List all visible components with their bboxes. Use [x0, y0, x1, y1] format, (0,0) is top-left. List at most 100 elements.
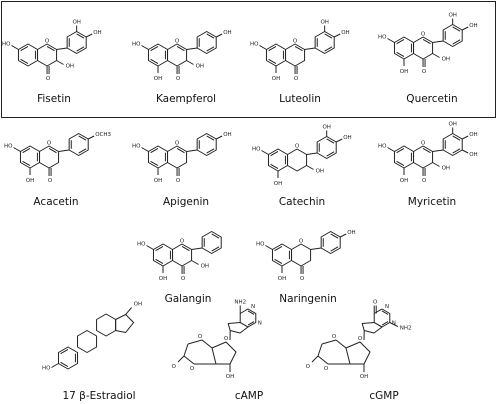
atom-label-n: N: [258, 321, 262, 327]
bond: [461, 149, 469, 154]
bond: [335, 138, 343, 143]
atom-label-o: O: [176, 76, 181, 82]
b-ring-link: [58, 149, 70, 152]
a-ring: [147, 145, 169, 169]
b-ring-link: [191, 247, 203, 250]
atom-label-o: O: [300, 276, 305, 282]
double-bond: [452, 148, 461, 154]
double-bond: [76, 46, 85, 52]
c-ring: [167, 43, 188, 67]
double-bond: [48, 147, 57, 154]
atom-label-ho: HO: [132, 42, 141, 48]
double-bond: [247, 310, 255, 315]
atom-label-oh: OH: [272, 76, 280, 82]
atom-label-nh2: NH2: [400, 326, 412, 332]
double-bond: [452, 135, 461, 141]
bond: [85, 33, 93, 38]
b-ring: [442, 24, 463, 47]
phosphate-bond: [187, 339, 203, 345]
bond: [306, 165, 314, 170]
b-ring: [196, 31, 217, 54]
atom-label-o: O: [224, 336, 229, 342]
double-bond: [396, 51, 405, 58]
atom-label-ho: HO: [42, 366, 51, 372]
double-bond: [294, 45, 303, 52]
atom-label-oh: OH: [226, 374, 234, 380]
label-catechin: Catechin: [278, 196, 326, 208]
atom-label-o: O: [190, 366, 195, 372]
c-ring: [37, 43, 58, 67]
a-ring: [393, 145, 415, 169]
atom-label-oh: OH: [469, 152, 477, 158]
bond: [191, 260, 199, 265]
atom-label-o: O: [172, 364, 177, 370]
double-bond: [206, 46, 215, 52]
atom-label-o: O: [294, 76, 299, 82]
double-bond: [381, 321, 389, 326]
a-ring: [152, 243, 174, 267]
atom-label-oh: OH: [196, 64, 204, 70]
label-naringenin: Naringenin: [279, 293, 337, 305]
atom-label-o: O: [421, 32, 426, 38]
bond: [461, 135, 469, 140]
a-ring: [19, 145, 41, 169]
atom-label-oh: OH: [66, 64, 74, 70]
c-ring: [291, 243, 312, 267]
atom-label-oh: OH: [343, 135, 351, 141]
b-ring-link: [186, 149, 198, 152]
c-ring: [413, 36, 434, 60]
bond: [311, 355, 319, 363]
double-bond: [176, 147, 185, 154]
atom-label-o: O: [48, 178, 53, 184]
label-estradiol: 17 β-Estradiol: [62, 390, 136, 402]
atom-labels: OOHOOHOHOHOOHOOHOHOHOOHOOHOHOHOOHOOHOHOH…: [2, 13, 478, 381]
atom-label-o: O: [422, 178, 427, 184]
double-bond: [396, 160, 405, 167]
bond: [339, 233, 347, 238]
molecule-structures: [11, 18, 469, 372]
double-bond: [150, 147, 159, 154]
double-bond: [330, 233, 339, 239]
double-bond: [381, 310, 389, 315]
atom-label-oh: OH: [93, 30, 101, 36]
double-bond: [206, 148, 215, 154]
bond: [141, 147, 149, 152]
atom-label-oh: OH: [72, 20, 80, 26]
double-bond: [452, 26, 461, 32]
b-ring-link: [310, 247, 322, 250]
atom-label-ho: HO: [378, 35, 387, 41]
atom-label-oh: OH: [223, 132, 231, 138]
double-bond: [76, 33, 85, 39]
atom-label-ho: HO: [137, 242, 146, 248]
atom-label-oh: OH: [278, 276, 286, 282]
steroid-b-ring: [77, 330, 98, 353]
c-ring: [413, 145, 434, 169]
atom-label-oh: OH: [442, 166, 450, 172]
double-bond: [150, 160, 159, 167]
double-bond: [330, 246, 339, 252]
double-bond: [270, 150, 279, 157]
atom-label-o: O: [176, 178, 181, 184]
double-bond: [396, 38, 405, 45]
bond: [56, 60, 64, 65]
label-galangin: Galangin: [164, 293, 212, 305]
atom-label-oh: OH: [316, 169, 324, 175]
atom-label-o: O: [180, 239, 185, 245]
atom-label-o: O: [293, 39, 298, 45]
atom-label-o: O: [422, 69, 427, 75]
ribose-ring: [345, 341, 371, 365]
double-bond: [396, 147, 405, 154]
a-ring: [265, 43, 287, 67]
a-ring: [147, 43, 169, 67]
phosphate-bond: [183, 355, 195, 365]
a-ring: [271, 243, 293, 267]
steroid-d-ring: [115, 314, 135, 333]
bond: [51, 363, 59, 368]
a-ring: [17, 43, 39, 67]
double-bond: [22, 147, 31, 154]
double-bond: [150, 45, 159, 52]
b-ring: [68, 133, 89, 156]
double-bond: [60, 361, 69, 368]
b-ring: [320, 231, 341, 254]
